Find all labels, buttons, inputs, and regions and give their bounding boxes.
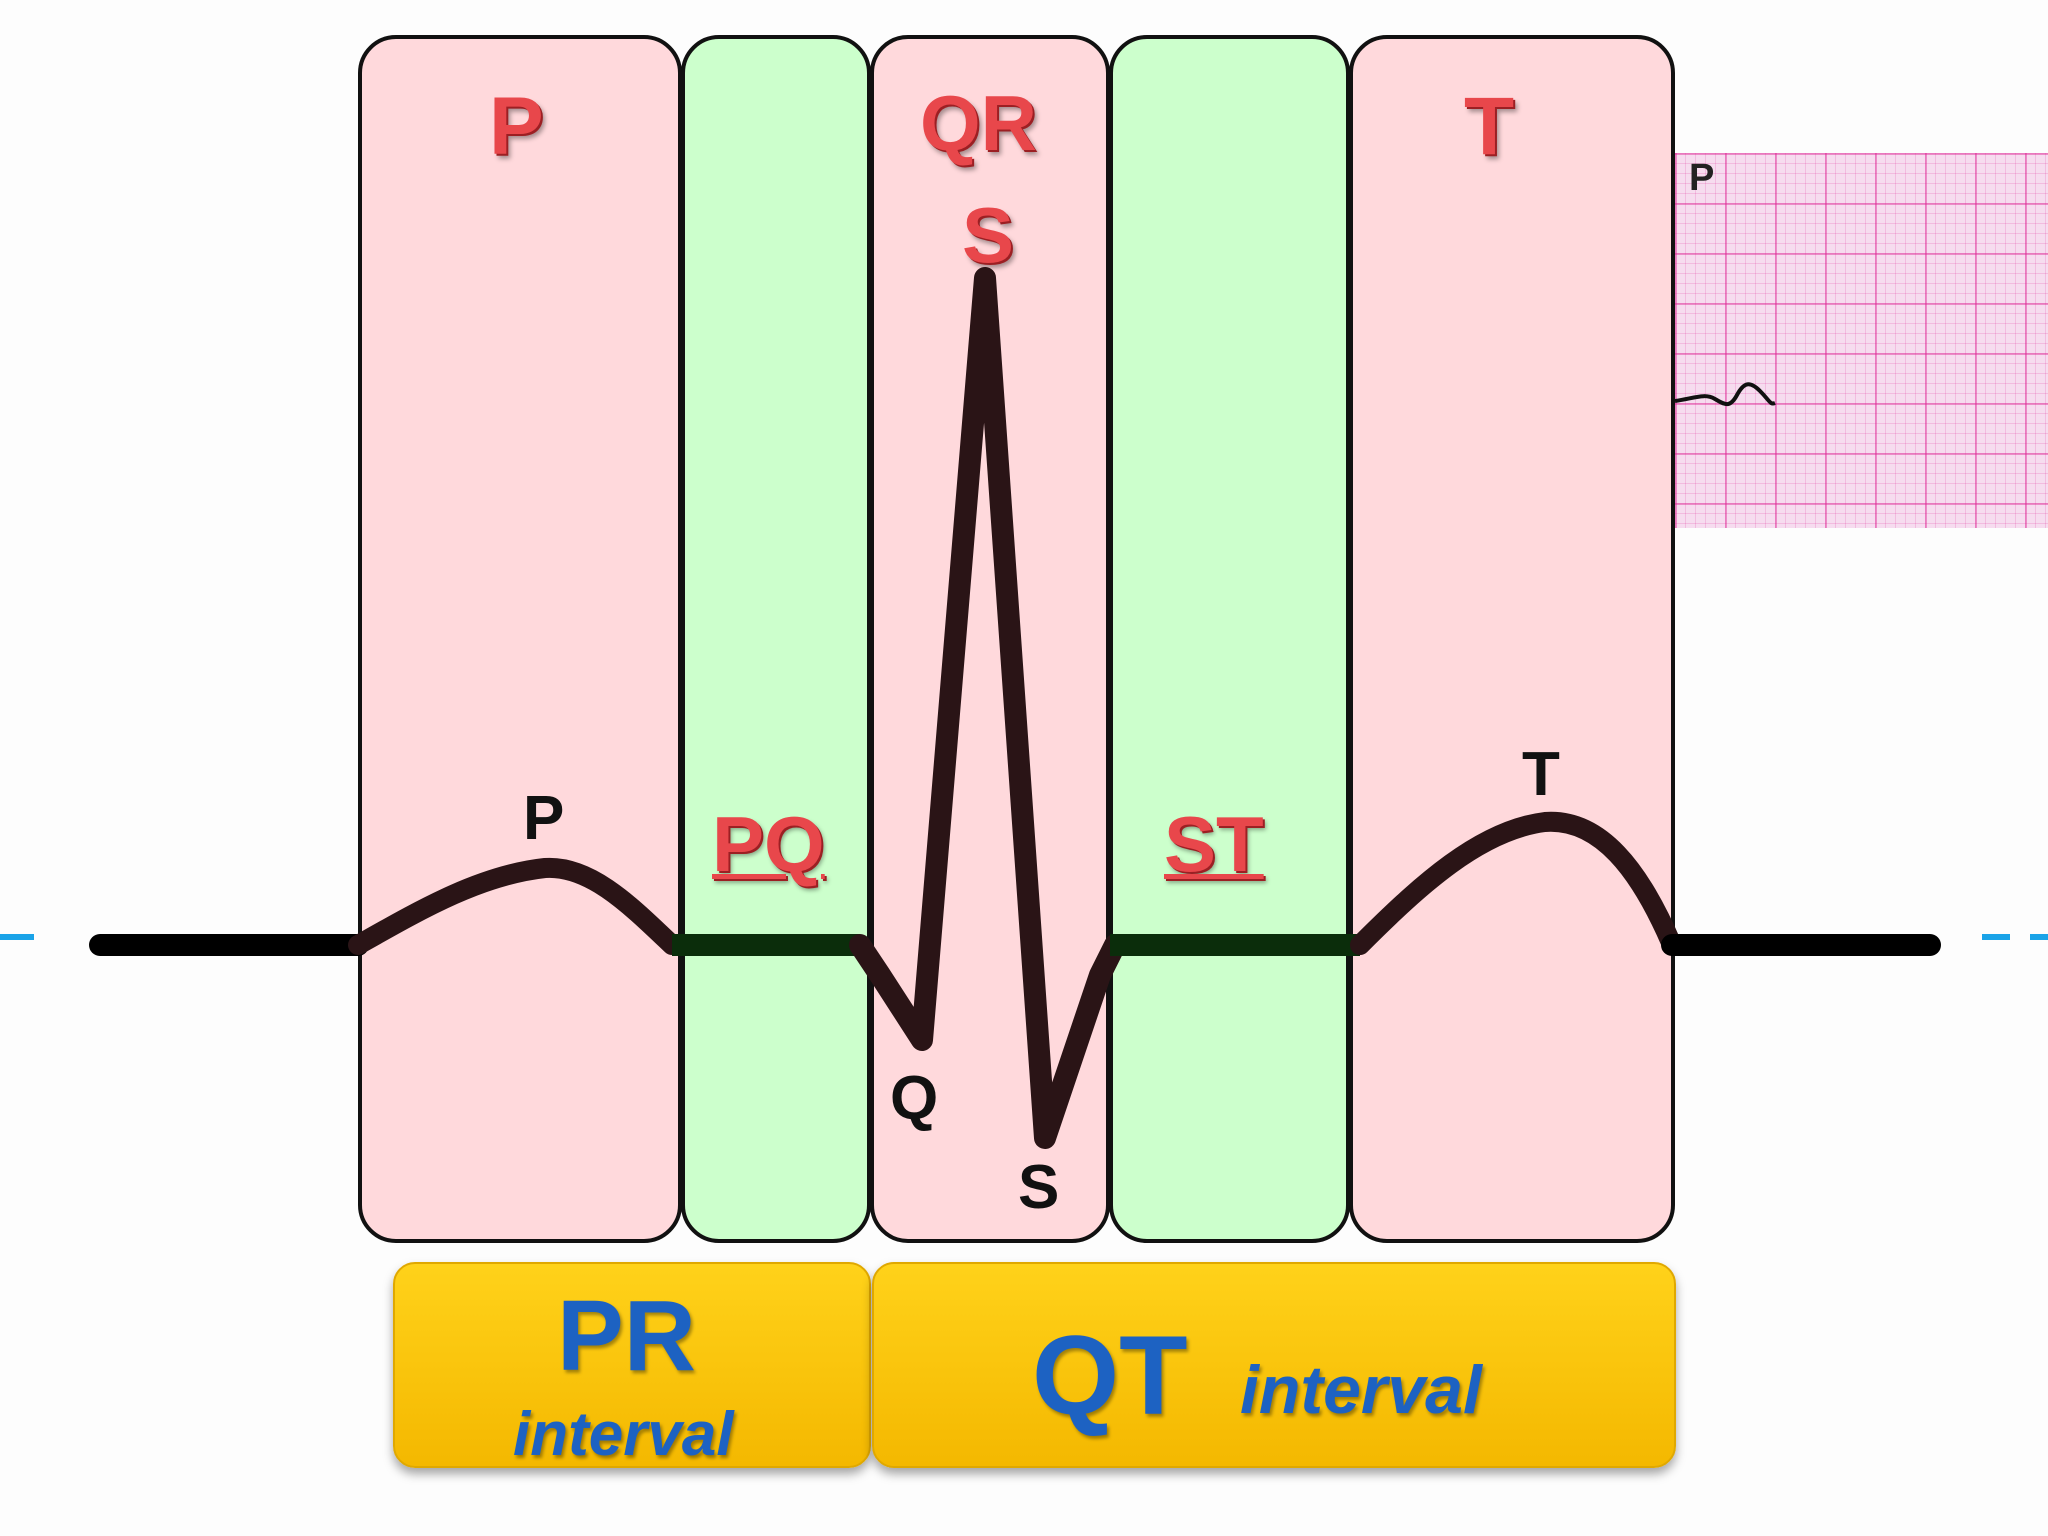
segment-p — [358, 35, 682, 1243]
segment-st — [1109, 35, 1350, 1243]
qt-interval-subtitle: interval — [1240, 1352, 1482, 1428]
inset-trace — [1675, 382, 1776, 407]
segment-pq — [681, 35, 871, 1243]
wave-label-p: P — [523, 784, 565, 853]
segment-st-title: ST — [1164, 800, 1264, 888]
segment-t — [1349, 35, 1675, 1243]
qrs-complex — [849, 267, 1126, 1149]
segment-qrs-title: QR — [920, 79, 1037, 167]
wave-label-s: S — [1018, 1153, 1060, 1222]
segment-p-title: P — [489, 81, 544, 172]
pr-interval-box: PR interval — [393, 1262, 871, 1468]
segment-qrs-title-s: S — [962, 191, 1015, 279]
pr-interval-title: PR — [557, 1280, 696, 1392]
inset-p-label: P — [1689, 157, 1715, 199]
qt-interval-title: QT — [1032, 1313, 1188, 1438]
wave-label-t: T — [1522, 740, 1560, 809]
wave-label-q: Q — [890, 1064, 939, 1133]
qt-interval-box: QT interval — [872, 1262, 1676, 1468]
pr-interval-subtitle: interval — [513, 1400, 734, 1469]
ecg-paper-inset: P — [1675, 153, 2048, 528]
t-wave — [1350, 811, 1682, 955]
segment-t-title: T — [1464, 81, 1515, 172]
segment-pq-title: PQ — [712, 800, 825, 888]
p-wave — [348, 857, 682, 955]
